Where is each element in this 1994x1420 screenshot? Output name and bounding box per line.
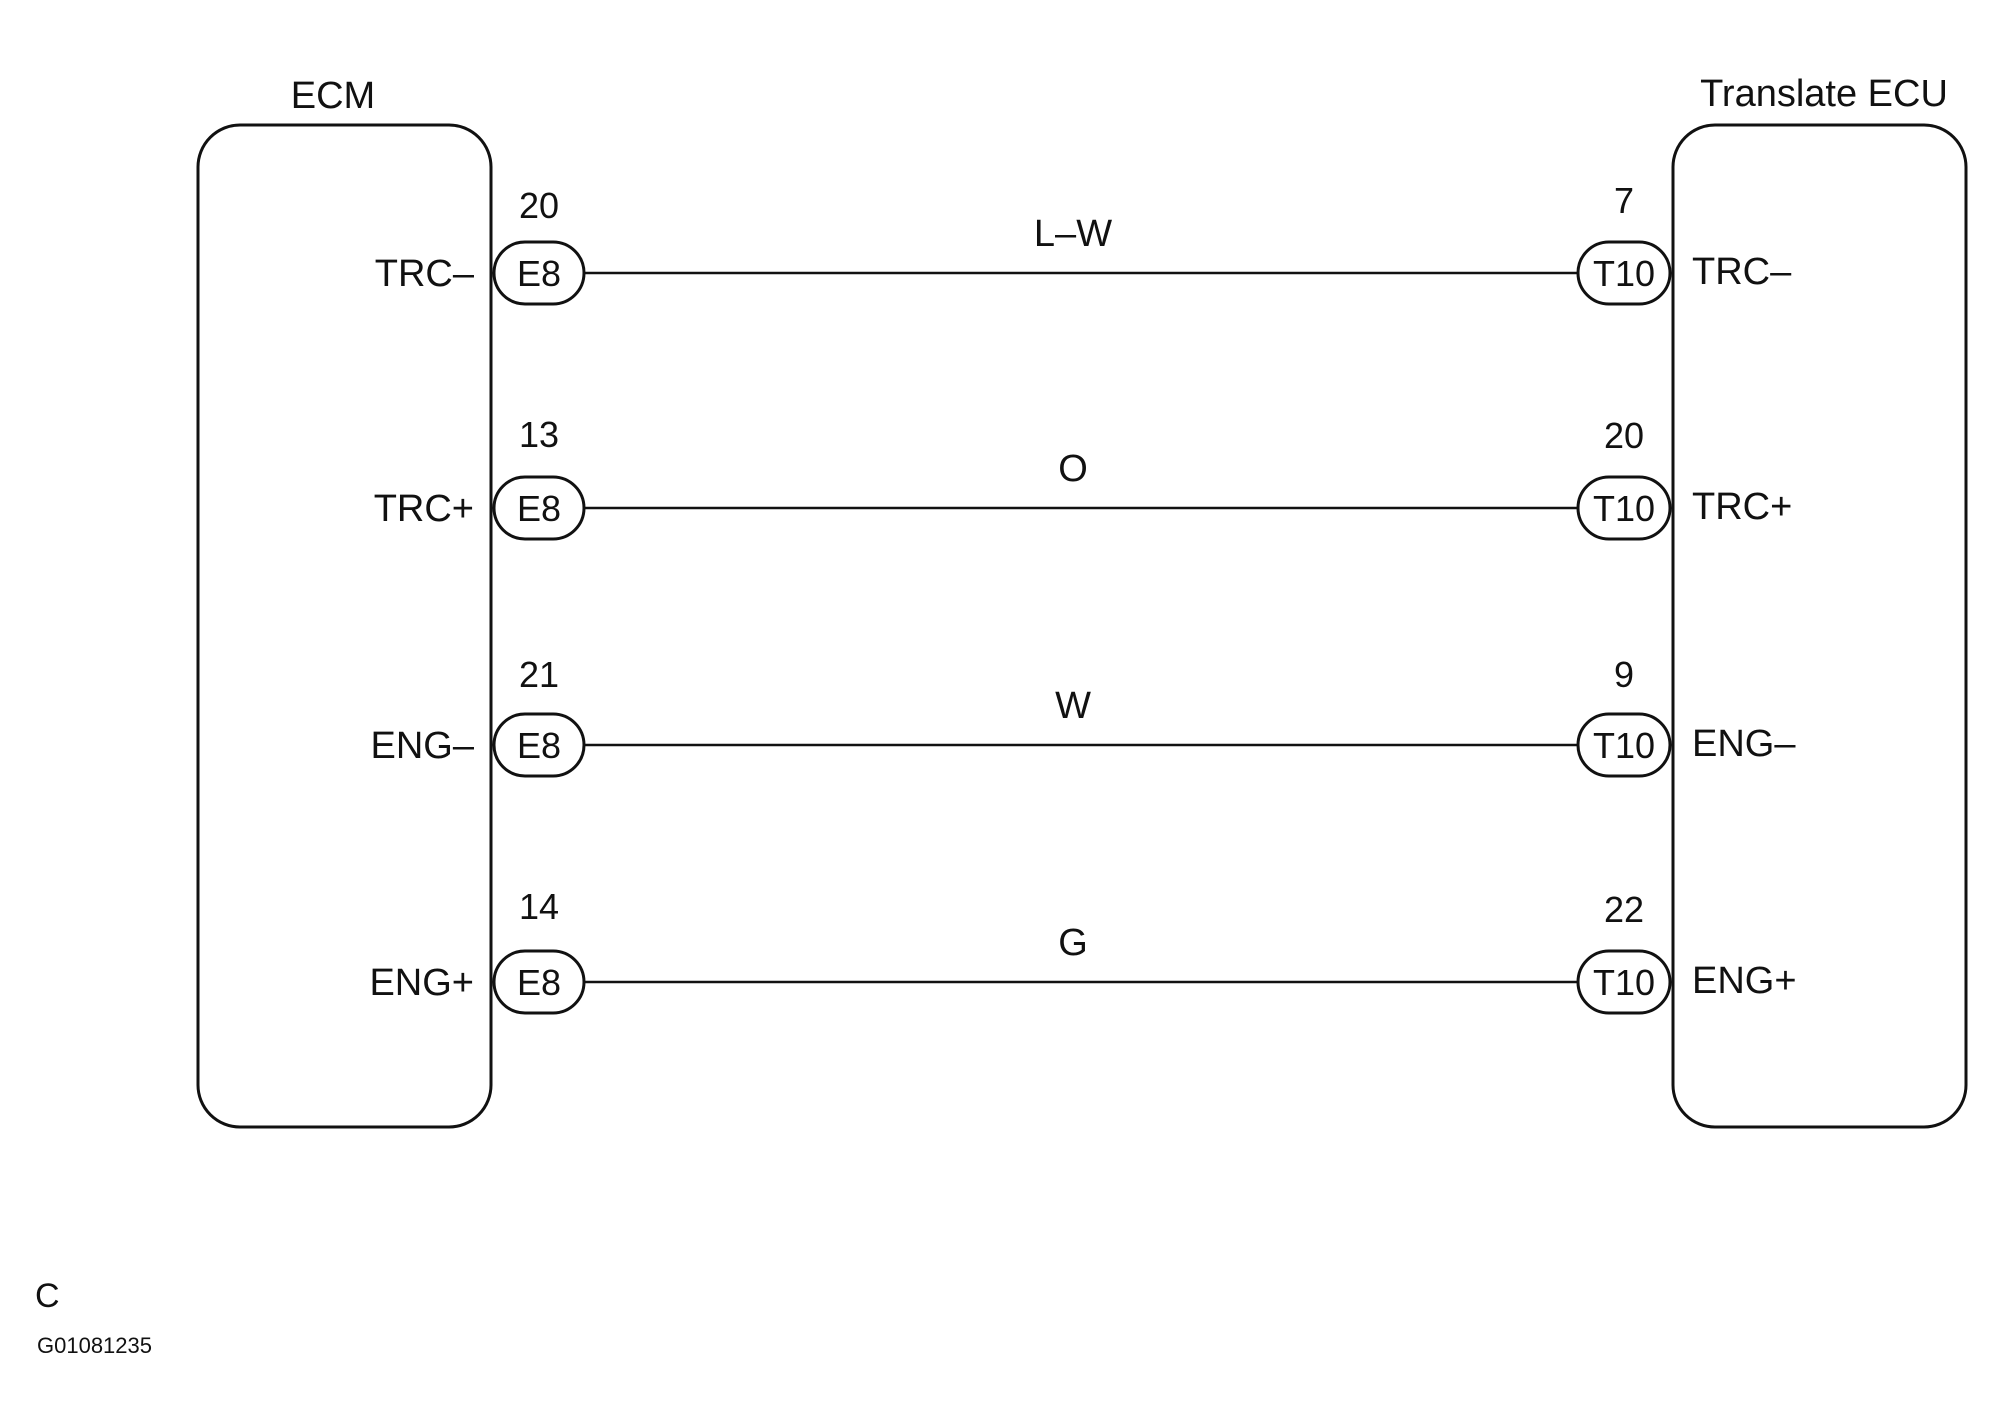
translate-ecu-box xyxy=(1671,123,1968,1129)
left-connector-pill xyxy=(492,949,586,1015)
right-connector-label: T10 xyxy=(1593,725,1655,766)
left-pin-number: 20 xyxy=(519,185,559,226)
left-connector-label: E8 xyxy=(517,488,561,529)
right-connector-pill xyxy=(1576,712,1672,778)
right-terminal-label: TRC+ xyxy=(1692,486,1792,528)
right-terminal-label: ENG+ xyxy=(1692,960,1797,1002)
left-terminal-label: TRC+ xyxy=(374,488,474,530)
wire-color-label: W xyxy=(1055,685,1091,727)
left-connector-label: E8 xyxy=(517,253,561,294)
ecm-title: ECM xyxy=(291,75,375,117)
figure-code: G01081235 xyxy=(37,1333,152,1358)
left-terminal-label: TRC– xyxy=(375,253,475,295)
wire-color-label: O xyxy=(1058,448,1088,490)
right-connector-label: T10 xyxy=(1593,962,1655,1003)
left-connector-pill xyxy=(492,240,586,306)
right-pin-number: 9 xyxy=(1614,654,1634,695)
right-terminal-label: ENG– xyxy=(1692,723,1796,765)
left-connector-label: E8 xyxy=(517,962,561,1003)
ecm-box xyxy=(196,123,493,1129)
right-connector-label: T10 xyxy=(1593,488,1655,529)
wire-color-label: L–W xyxy=(1034,213,1112,255)
left-pin-number: 13 xyxy=(519,414,559,455)
section-letter: C xyxy=(35,1277,60,1315)
left-terminal-label: ENG+ xyxy=(369,962,474,1004)
right-connector-label: T10 xyxy=(1593,253,1655,294)
right-connector-pill xyxy=(1576,475,1672,541)
right-terminal-label: TRC– xyxy=(1692,251,1792,293)
left-terminal-label: ENG– xyxy=(371,725,475,767)
right-pin-number: 7 xyxy=(1614,180,1634,221)
left-connector-pill xyxy=(492,475,586,541)
translate-ecu-title: Translate ECU xyxy=(1700,73,1948,115)
right-connector-pill xyxy=(1576,949,1672,1015)
left-connector-pill xyxy=(492,712,586,778)
right-pin-number: 20 xyxy=(1604,415,1644,456)
left-pin-number: 21 xyxy=(519,654,559,695)
right-connector-pill xyxy=(1576,240,1672,306)
right-pin-number: 22 xyxy=(1604,889,1644,930)
wire-color-label: G xyxy=(1058,922,1088,964)
left-connector-label: E8 xyxy=(517,725,561,766)
left-pin-number: 14 xyxy=(519,886,559,927)
